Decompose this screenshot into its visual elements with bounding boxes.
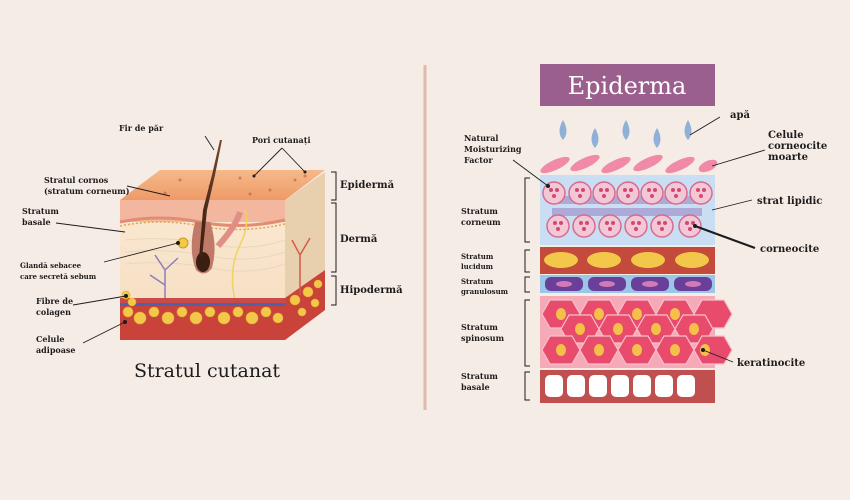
left-leader-lines [55, 135, 306, 344]
layer-lucidum [540, 247, 715, 274]
label-dead-2: corneocite [768, 141, 827, 152]
label-stratum-granulosum-1: Stratum [461, 277, 494, 286]
skin-block [119, 140, 325, 340]
label-corneum-2: (stratum corneum) [44, 186, 130, 196]
layer-corneum [540, 175, 715, 245]
left-caption: Stratul cutanat [134, 360, 280, 382]
label-hypodermis: Hipodermă [340, 285, 403, 296]
right-brackets [524, 177, 530, 401]
label-dead-1: Celule [768, 130, 804, 141]
layer-brackets [331, 171, 337, 306]
label-nmf-1: Natural [464, 133, 498, 143]
label-adipose-1: Celule [36, 334, 64, 344]
layer-granulosum [540, 275, 715, 293]
label-basal-1: Stratum [22, 206, 59, 216]
label-lipid: strat lipidic [757, 196, 822, 207]
label-stratum-spinosum-2: spinosum [461, 333, 505, 343]
label-stratum-corneum-1: Stratum [461, 206, 498, 216]
gland-marker [176, 241, 180, 245]
label-stratum-spinosum-1: Stratum [461, 322, 498, 332]
label-stratum-basale-2: basale [461, 382, 490, 392]
label-adipose-2: adipoase [36, 345, 76, 355]
label-fibers-1: Fibre de [36, 296, 73, 306]
dead-corneocytes [540, 154, 718, 174]
layer-spinosum [540, 296, 733, 368]
label-keratinocytes: keratinocite [737, 358, 805, 369]
nmf-marker [546, 184, 550, 188]
label-gland-1: Glandă sebacee [20, 261, 82, 270]
epiderma-title-bar [540, 64, 715, 106]
pore-marker-2 [303, 170, 307, 174]
label-stratum-basale-1: Stratum [461, 371, 498, 381]
adipose-marker [123, 320, 127, 324]
label-stratum-lucidum-2: lucidum [461, 262, 494, 271]
water-drops [559, 120, 692, 148]
corneocyte-marker [693, 224, 697, 228]
pore-marker-1 [252, 174, 256, 178]
label-basal-2: basale [22, 217, 51, 227]
label-corneocytes: corneocite [760, 244, 819, 255]
label-dermis: Dermă [340, 234, 378, 245]
right-leader-lines [512, 116, 766, 363]
label-water: apă [730, 110, 750, 121]
label-hair: Fir de păr [119, 123, 164, 133]
label-nmf-3: Factor [464, 155, 493, 165]
label-fibers-2: colagen [36, 307, 71, 317]
label-gland-2: care secretă sebum [20, 272, 97, 281]
layer-basale [540, 370, 715, 403]
label-stratum-lucidum-1: Stratum [461, 252, 494, 261]
epiderma-title: Epiderma [568, 72, 687, 100]
label-corneum-1: Stratul cornos [44, 175, 109, 185]
label-nmf-2: Moisturizing [464, 144, 522, 154]
label-stratum-granulosum-2: granulosum [461, 287, 509, 296]
label-dead-3: moarte [768, 152, 808, 163]
label-pores: Pori cutanați [252, 135, 310, 145]
label-epidermis: Epidermă [340, 180, 395, 191]
fibers-marker [124, 294, 128, 298]
keratinocyte-marker [701, 348, 705, 352]
label-stratum-corneum-2: corneum [461, 217, 501, 227]
